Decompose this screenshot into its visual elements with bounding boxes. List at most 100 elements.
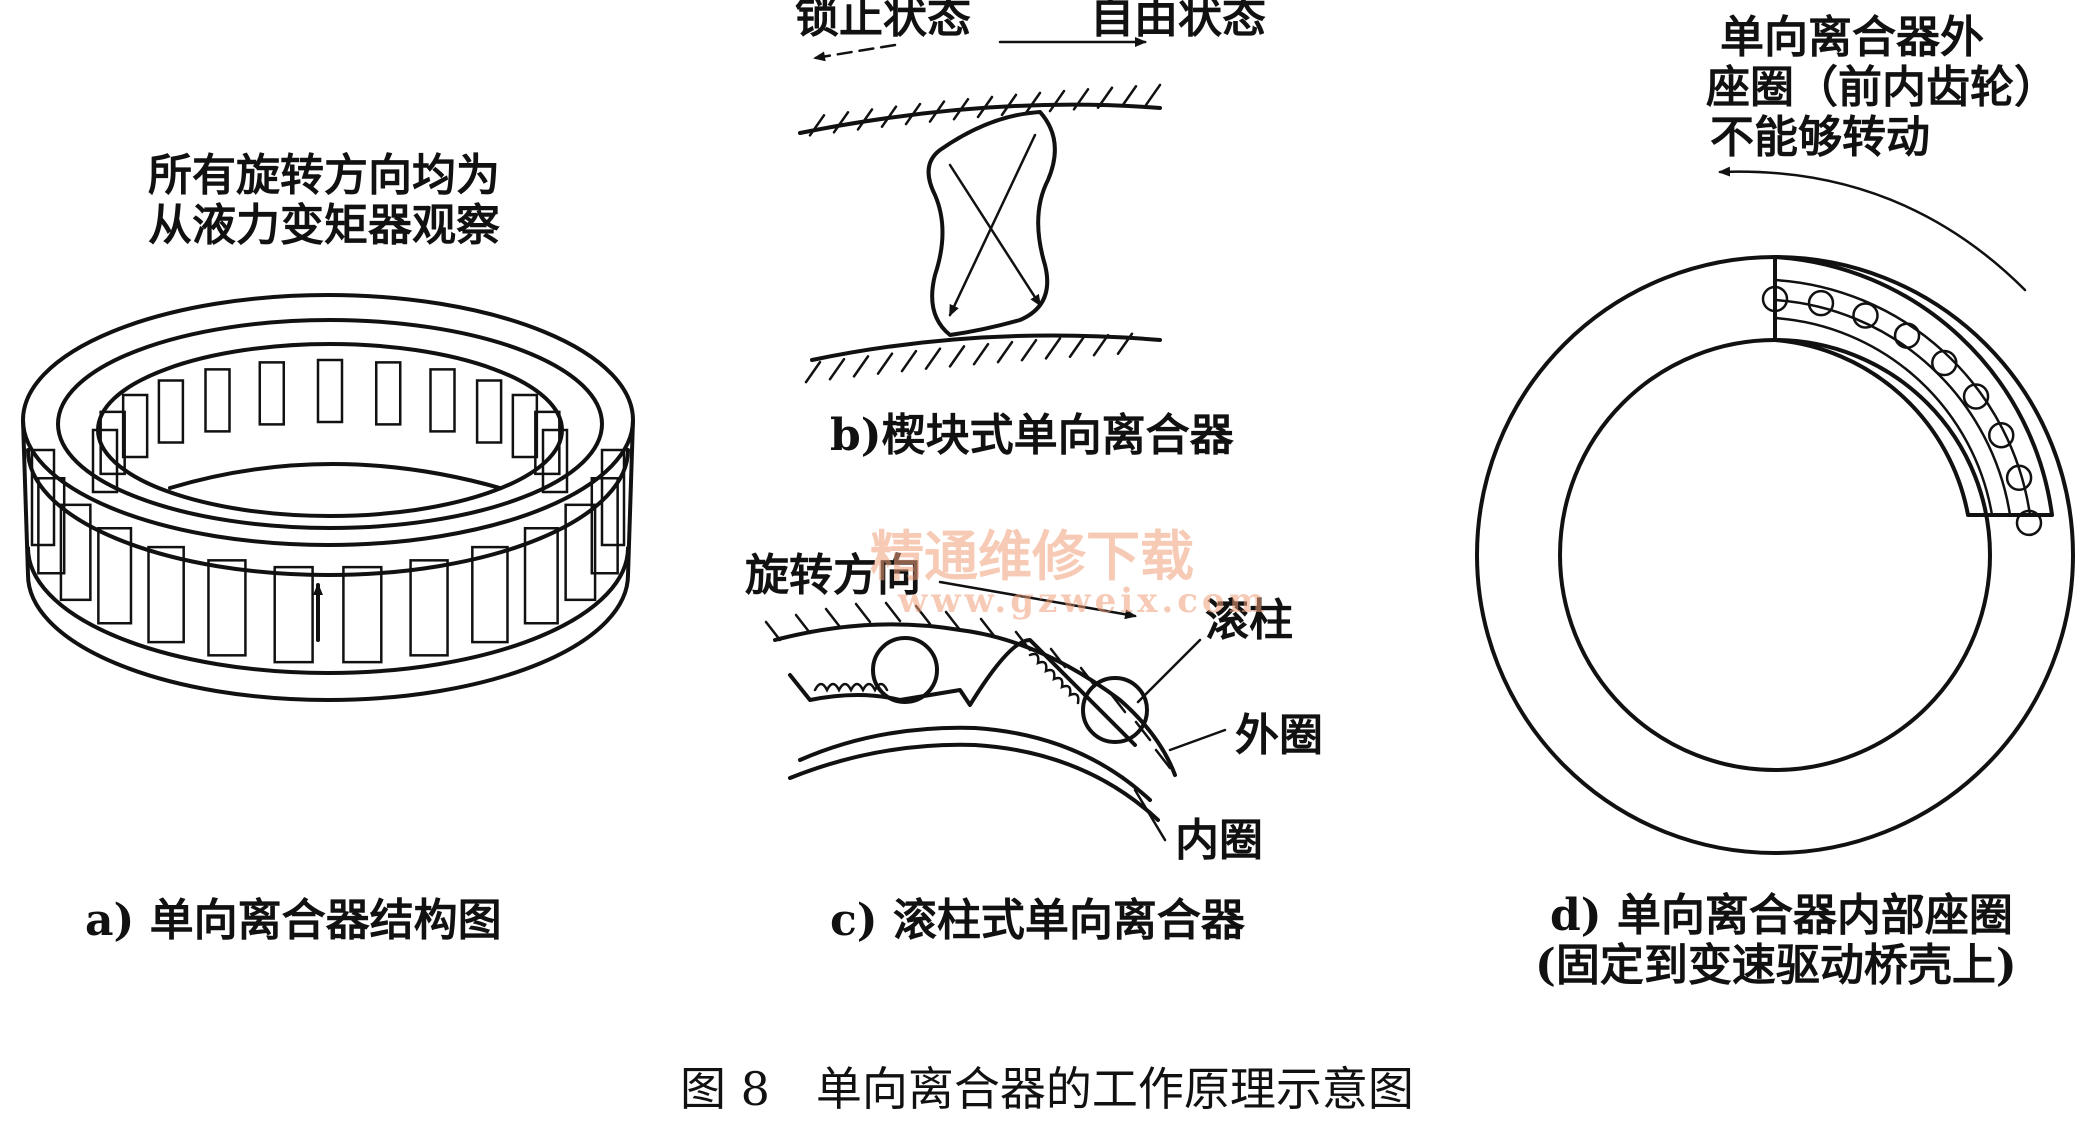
figure-title: 图 8 单向离合器的工作原理示意图: [680, 1062, 1414, 1116]
watermark: 精通维修下载 www.gzweix.com: [870, 524, 1269, 621]
rotation-note-line1: 所有旋转方向均为: [148, 150, 500, 201]
spring-left-icon: [813, 682, 889, 693]
front-roller: [30, 448, 56, 547]
cutaway-roller: [2005, 464, 2033, 492]
back-roller: [475, 379, 503, 444]
panel-c-roller-clutch: [764, 580, 1227, 842]
back-roller: [258, 361, 286, 426]
hatch-line: [876, 352, 894, 375]
hatch-line: [948, 345, 966, 368]
hatch-line: [1116, 332, 1134, 356]
front-roller: [600, 448, 626, 547]
hatch-line: [944, 610, 962, 632]
watermark-line1: 精通维修下载: [870, 524, 1194, 588]
front-roller: [273, 565, 314, 664]
cage-bottom-rim: [26, 573, 630, 702]
hatch-line: [1000, 93, 1018, 117]
sprag-inner-race: [810, 333, 1162, 362]
back-roller: [91, 428, 119, 494]
watermark-line2: www.gzweix.com: [897, 581, 1269, 621]
rotation-note-line2: 从液力变矩器观察: [148, 200, 500, 251]
back-roller: [121, 393, 149, 459]
rotation-direction-arrow-icon: [938, 580, 1137, 620]
hatch-line: [1068, 335, 1086, 358]
hatch-line: [996, 340, 1014, 364]
cutaway-roller: [1893, 322, 1921, 349]
rotation-direction-label: 旋转方向: [745, 550, 921, 601]
back-roller: [99, 410, 126, 476]
hatch-line: [832, 111, 850, 134]
panel-b-sprag-clutch: [798, 37, 1162, 384]
hatch-line: [972, 342, 990, 366]
sprag-diagonal-arrow-1: [948, 163, 1042, 307]
hatch-line: [1079, 666, 1097, 688]
roller-right: [1081, 676, 1149, 744]
caption-a: a) 单向离合器结构图: [85, 895, 502, 946]
front-roller: [523, 526, 559, 625]
cage-inner-floor: [168, 462, 502, 490]
cutaway-sector: [1773, 255, 2054, 517]
cage-inner-opening: [96, 342, 564, 518]
hatch-line: [884, 601, 902, 623]
back-roller: [511, 393, 539, 459]
front-roller: [590, 476, 619, 575]
panel-a-clutch-structure: [21, 293, 635, 702]
cage-inner-top-rim: [56, 318, 604, 530]
hatch-line: [979, 617, 997, 639]
outer-race-rotation-arrow-icon: [1718, 166, 2027, 292]
hatch-line: [900, 349, 918, 373]
outer-ring-hatching: [764, 601, 1172, 770]
hatch-line: [976, 95, 994, 119]
hatch-line: [1134, 720, 1152, 742]
hatch-line: [914, 604, 932, 626]
back-roller: [429, 368, 456, 433]
cutaway-roller: [1931, 349, 1958, 377]
hatch-line: [928, 100, 946, 123]
hatch-line: [824, 607, 842, 629]
caption-d-line1: d) 单向离合器内部座圈: [1550, 890, 2013, 941]
cutaway-roller: [1761, 285, 1789, 313]
roller-label: 滚柱: [1205, 595, 1293, 646]
leader-outer-ring: [1168, 728, 1227, 752]
hatch-line: [1044, 337, 1062, 360]
hatch-line: [852, 355, 870, 378]
front-roller: [37, 476, 66, 575]
locked-state-label: 锁止状态: [795, 0, 971, 43]
hatch-line: [1024, 91, 1042, 115]
hatch-line: [804, 360, 822, 384]
hatch-line: [880, 105, 898, 128]
back-roller: [316, 358, 344, 424]
hatch-line: [1154, 748, 1172, 770]
leader-roller: [1136, 638, 1202, 704]
caption-d-line2: (固定到变速驱动桥壳上): [1535, 940, 2017, 991]
outer-race-note-line3: 不能够转动: [1710, 112, 1930, 163]
front-roller: [207, 559, 247, 657]
cutaway-roller: [1962, 383, 1990, 410]
cutaway-rollers: [1761, 285, 2043, 537]
hatch-line: [1072, 88, 1090, 111]
front-rollers: [30, 448, 626, 664]
hatch-line: [1020, 338, 1038, 362]
sprag-wedge: [926, 110, 1057, 337]
cutaway-roller: [2015, 509, 2043, 537]
front-roller: [409, 559, 449, 657]
free-state-label: 自由状态: [1090, 0, 1266, 43]
hatch-line: [952, 97, 970, 121]
back-roller: [204, 368, 231, 433]
sprag-diagonal-arrow-2: [948, 133, 1037, 317]
hatch-line: [794, 613, 812, 635]
roller-pocket-ramp: [788, 638, 1137, 747]
spring-right-icon: [1028, 652, 1080, 705]
leader-inner-ring: [1133, 788, 1167, 842]
roller-inner-ring-lower: [788, 742, 1160, 822]
hatch-line: [1120, 85, 1138, 108]
text-labels: 所有旋转方向均为 从液力变矩器观察 锁止状态 自由状态 单向离合器外 座圈（前内…: [85, 0, 2058, 1116]
hatch-line: [1144, 83, 1162, 107]
hatch-line: [856, 108, 874, 131]
front-roller: [59, 503, 92, 602]
hatch-line: [1092, 333, 1110, 357]
back-roller: [374, 361, 402, 426]
caption-c: c) 滚柱式单向离合器: [830, 895, 1246, 946]
cutaway-roller: [1852, 302, 1879, 329]
front-roller: [471, 545, 509, 644]
